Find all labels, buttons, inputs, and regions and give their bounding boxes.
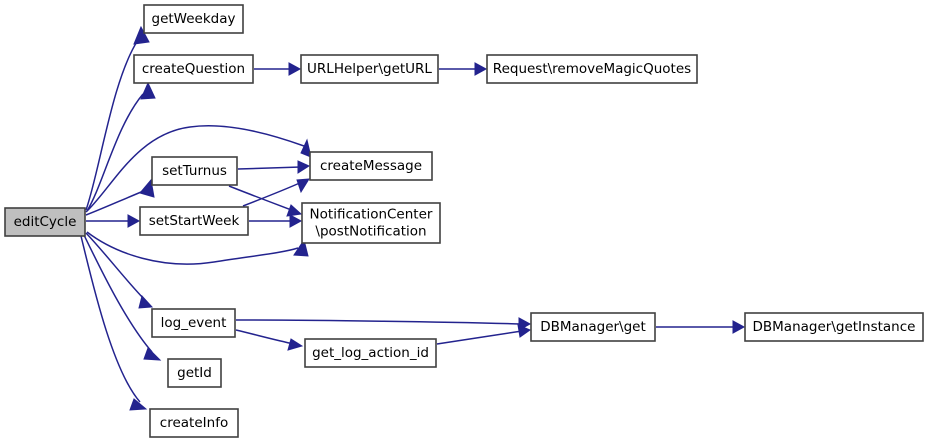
- edge-editCycle-to-getId: [83, 234, 162, 361]
- edge-editCycle-to-createQuestion: [86, 81, 156, 212]
- arrowhead-icon: [474, 62, 488, 76]
- node-box[interactable]: [304, 338, 437, 368]
- node-box[interactable]: [143, 4, 244, 34]
- arrowhead-icon: [300, 138, 312, 158]
- node-createInfo[interactable]: createInfo: [149, 408, 239, 438]
- node-DBManagerGet[interactable]: DBManager\get: [530, 312, 656, 342]
- arrowhead-icon: [288, 62, 302, 76]
- node-box[interactable]: [133, 54, 254, 84]
- edge-setStartWeek-to-createMessage: [242, 178, 310, 207]
- node-setTurnus[interactable]: setTurnus: [151, 156, 238, 186]
- arrowhead-icon: [133, 25, 150, 45]
- edge-line: [80, 235, 141, 403]
- arrowhead-icon: [297, 160, 311, 174]
- node-get_log_action_id[interactable]: get_log_action_id: [304, 338, 437, 368]
- arrowhead-icon: [140, 81, 156, 100]
- node-box[interactable]: [151, 156, 238, 186]
- edge-editCycle-to-setTurnus: [85, 178, 155, 216]
- node-DBManagerGetInstance[interactable]: DBManager\getInstance: [744, 312, 924, 342]
- arrowhead-icon: [296, 178, 310, 194]
- edge-editCycle-to-postNotification: [86, 231, 309, 265]
- arrowhead-icon: [143, 347, 162, 361]
- edge-editCycle-to-setStartWeek: [86, 214, 141, 228]
- node-box[interactable]: [151, 308, 236, 338]
- edge-setStartWeek-to-postNotification: [249, 214, 303, 228]
- node-box[interactable]: [139, 206, 249, 236]
- edge-createQuestion-to-getURL: [254, 62, 302, 76]
- edge-line: [85, 39, 139, 211]
- arrowhead-icon: [517, 324, 532, 338]
- node-createQuestion[interactable]: createQuestion: [133, 54, 254, 84]
- edge-line: [436, 330, 523, 345]
- arrowhead-icon: [286, 204, 303, 217]
- node-box[interactable]: [300, 54, 439, 84]
- node-getWeekday[interactable]: getWeekday: [143, 4, 244, 34]
- arrowhead-icon: [129, 398, 148, 411]
- edge-log_event-to-DBManagerGet: [235, 317, 532, 331]
- edge-line: [85, 232, 147, 302]
- edge-setTurnus-to-createMessage: [237, 160, 311, 174]
- edge-get_log_action_id-to-DBManagerGet: [436, 324, 532, 345]
- edge-editCycle-to-getWeekday: [85, 25, 150, 211]
- arrowhead-icon: [289, 214, 303, 228]
- edge-line: [235, 329, 295, 345]
- edge-editCycle-to-log_event: [85, 232, 154, 309]
- arrowhead-icon: [127, 214, 141, 228]
- node-box[interactable]: [167, 358, 222, 388]
- node-box[interactable]: [530, 312, 656, 342]
- arrowhead-icon: [732, 320, 746, 334]
- node-setStartWeek[interactable]: setStartWeek: [139, 206, 249, 236]
- node-box[interactable]: [486, 54, 698, 84]
- node-getURL[interactable]: URLHelper\getURL: [300, 54, 439, 84]
- edge-line: [86, 93, 144, 212]
- edge-line: [85, 125, 305, 213]
- node-box[interactable]: [301, 202, 441, 244]
- node-postNotification[interactable]: NotificationCenter\postNotification: [301, 202, 441, 244]
- node-box[interactable]: [4, 207, 86, 237]
- node-createMessage[interactable]: createMessage: [309, 151, 433, 181]
- edge-DBManagerGet-to-DBManagerGetInstance: [656, 320, 746, 334]
- node-editCycle[interactable]: editCycle: [4, 207, 86, 237]
- node-box[interactable]: [744, 312, 924, 342]
- edge-line: [242, 181, 303, 207]
- edge-editCycle-to-createInfo: [80, 235, 148, 411]
- node-log_event[interactable]: log_event: [151, 308, 236, 338]
- node-box[interactable]: [149, 408, 239, 438]
- node-box[interactable]: [309, 151, 433, 181]
- edge-log_event-to-get_log_action_id: [235, 329, 304, 351]
- arrowhead-icon: [287, 338, 304, 351]
- edge-line: [235, 319, 523, 325]
- nodes-layer: editCycle getWeekday createQuestion URLHelp…: [4, 4, 924, 438]
- edge-line: [83, 234, 153, 353]
- arrowhead-icon: [139, 178, 155, 198]
- arrowhead-icon: [138, 294, 154, 309]
- edge-getURL-to-removeMagicQuotes: [439, 62, 488, 76]
- edges-layer: [80, 25, 746, 411]
- edge-line: [86, 231, 299, 265]
- edge-line: [237, 166, 302, 170]
- edge-editCycle-to-createMessage: [85, 125, 312, 213]
- arrowhead-icon: [293, 238, 309, 257]
- node-removeMagicQuotes[interactable]: Request\removeMagicQuotes: [486, 54, 698, 84]
- node-getId[interactable]: getId: [167, 358, 222, 388]
